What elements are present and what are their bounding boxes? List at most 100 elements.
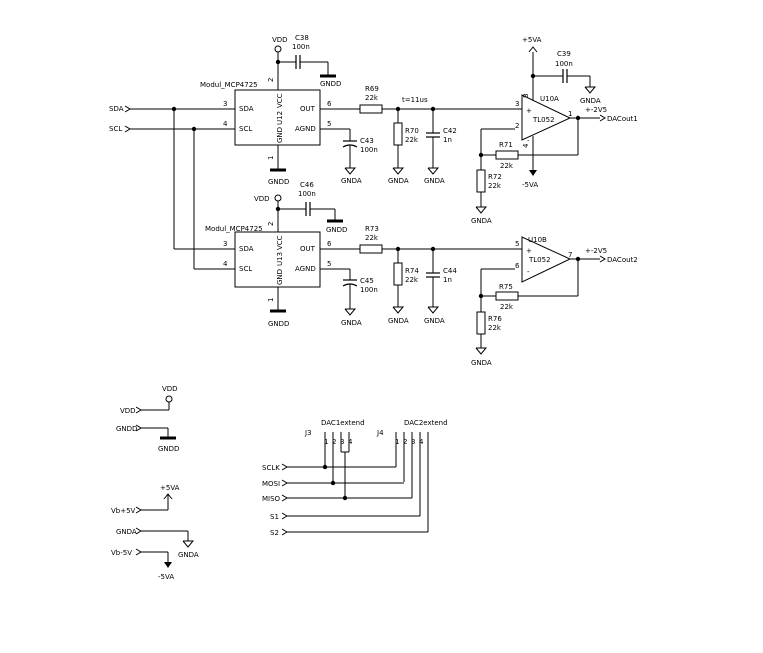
u12-dac-module: Modul_MCP4725 SDA SCL OUT AGND VCC GND U… [200, 34, 515, 186]
u10a-m5va-label: -5VA [522, 181, 538, 189]
u12-pin1: 1 [267, 156, 275, 160]
tau-label: t=11us [402, 96, 428, 104]
u12-module-name: Modul_MCP4725 [200, 81, 258, 89]
miso-label: MISO [262, 495, 281, 503]
u10a-pin2: 2 [515, 122, 519, 130]
u10b-pin6: 6 [515, 262, 520, 270]
r75-val: 22k [500, 303, 514, 311]
u13-module-name: Modul_MCP4725 [205, 225, 263, 233]
sclk-label: SCLK [262, 464, 280, 472]
c39-gnda-label: GNDA [580, 97, 601, 105]
u12-ref: U12 [276, 111, 284, 125]
u13-gndd-label: GNDD [268, 320, 289, 328]
c42-ref: C42 [443, 127, 457, 135]
scl-port-label: SCL [109, 125, 122, 133]
u10a-pin3: 3 [515, 100, 519, 108]
extension-headers: J3 DAC1extend J4 DAC2extend 1 2 3 4 1 2 … [262, 419, 448, 537]
r76-val: 22k [488, 324, 502, 332]
c43-val: 100n [360, 146, 378, 154]
c45-val: 100n [360, 286, 378, 294]
j4-name: DAC2extend [404, 419, 448, 427]
u13-pin3: 3 [223, 240, 227, 248]
c46-ref: C46 [300, 181, 314, 189]
u13-pin6: 6 [327, 240, 332, 248]
r70-val: 22k [405, 136, 419, 144]
c38-val: 100n [292, 43, 310, 51]
u10b-pin5: 5 [515, 240, 519, 248]
c39-val: 100n [555, 60, 573, 68]
u13-pin1: 1 [267, 298, 275, 302]
u13-agnd-label: AGND [295, 265, 316, 273]
r72-val: 22k [488, 182, 502, 190]
u10b-opamp: + - TL052 U10B 5 6 7 DACout2 +-2V5 R75 2… [471, 236, 638, 367]
j3-pin4: 4 [348, 438, 353, 446]
r70-gnda-label: GNDA [388, 177, 409, 185]
u12-pin3: 3 [223, 100, 227, 108]
dacout1-label: DACout1 [607, 115, 638, 123]
r71-val: 22k [500, 162, 514, 170]
u12-gndd-label: GNDD [268, 178, 289, 186]
pp-gnddp-label: GNDD [116, 425, 137, 433]
u10a-ref: U10A [540, 95, 559, 103]
r70-ref: R70 [405, 127, 419, 135]
r74-val: 22k [405, 276, 419, 284]
c38-gndd-label: GNDD [320, 80, 341, 88]
u10a-minus: - [527, 137, 530, 145]
r73-ref: R73 [365, 225, 379, 233]
u13-ref: U13 [276, 252, 284, 266]
j4-pin3: 3 [411, 438, 415, 446]
j4-pin1: 1 [395, 438, 399, 446]
j4-ref: J4 [376, 429, 384, 437]
r71-ref: R71 [499, 141, 513, 149]
r75-ref: R75 [499, 283, 513, 291]
r76-ref: R76 [488, 315, 502, 323]
dacout1-range: +-2V5 [585, 106, 607, 114]
c45-gnda-label: GNDA [341, 319, 362, 327]
pp-vdd-label: VDD [162, 385, 178, 393]
pp-vbm-label: Vb-5V [111, 549, 132, 557]
r69-val: 22k [365, 94, 379, 102]
pp-vbp-label: Vb+5V [111, 507, 136, 515]
j3-pin3: 3 [340, 438, 344, 446]
scl-port-arrow [124, 125, 131, 133]
u12-pin6: 6 [327, 100, 332, 108]
r74-ref: R74 [405, 267, 419, 275]
c39-ref: C39 [557, 50, 571, 58]
r69-ref: R69 [365, 85, 379, 93]
j3-ref: J3 [304, 429, 312, 437]
c44-val: 1n [443, 276, 452, 284]
c46-gndd-label: GNDD [326, 226, 347, 234]
pp-gndd-label: GNDD [158, 445, 179, 453]
u10b-ref: U10B [528, 236, 547, 244]
u10b-minus: - [527, 268, 530, 276]
u12-vdd-label: VDD [272, 36, 288, 44]
dacout2-range: +-2V5 [585, 247, 607, 255]
u12-agnd-label: AGND [295, 125, 316, 133]
u10a-pin8: 8 [522, 94, 530, 98]
u13-dac-module: Modul_MCP4725 SDA SCL OUT AGND VCC GND U… [205, 181, 515, 328]
s1-label: S1 [270, 513, 279, 521]
u13-vcc-label: VCC [276, 235, 284, 250]
i2c-input-bus: SDA SCL [109, 105, 235, 270]
r76-gnda-label: GNDA [471, 359, 492, 367]
u13-out-label: OUT [300, 245, 316, 253]
u10a-pin4: 4 [522, 143, 530, 148]
c46-val: 100n [298, 190, 316, 198]
u12-vcc-label: VCC [276, 93, 284, 108]
r74-gnda-label: GNDA [388, 317, 409, 325]
power-ports: VDD VDD GNDD GNDD +5VA Vb+5V GNDA GNDA V… [111, 385, 199, 581]
sda-port-label: SDA [109, 105, 124, 113]
c45-ref: C45 [360, 277, 374, 285]
c42-val: 1n [443, 136, 452, 144]
u13-gnd-label: GND [276, 269, 284, 285]
u12-pin5: 5 [327, 120, 331, 128]
r72-ref: R72 [488, 173, 502, 181]
u10a-p5va-label: +5VA [522, 36, 542, 44]
u10a-pin1: 1 [568, 110, 572, 118]
r72-gnda-label: GNDA [471, 217, 492, 225]
j3-name: DAC1extend [321, 419, 365, 427]
dacout2-label: DACout2 [607, 256, 638, 264]
j3-pin1: 1 [324, 438, 328, 446]
u10a-opamp: + - TL052 U10A 3 2 1 8 4 +5VA C39 100n G… [471, 36, 638, 225]
